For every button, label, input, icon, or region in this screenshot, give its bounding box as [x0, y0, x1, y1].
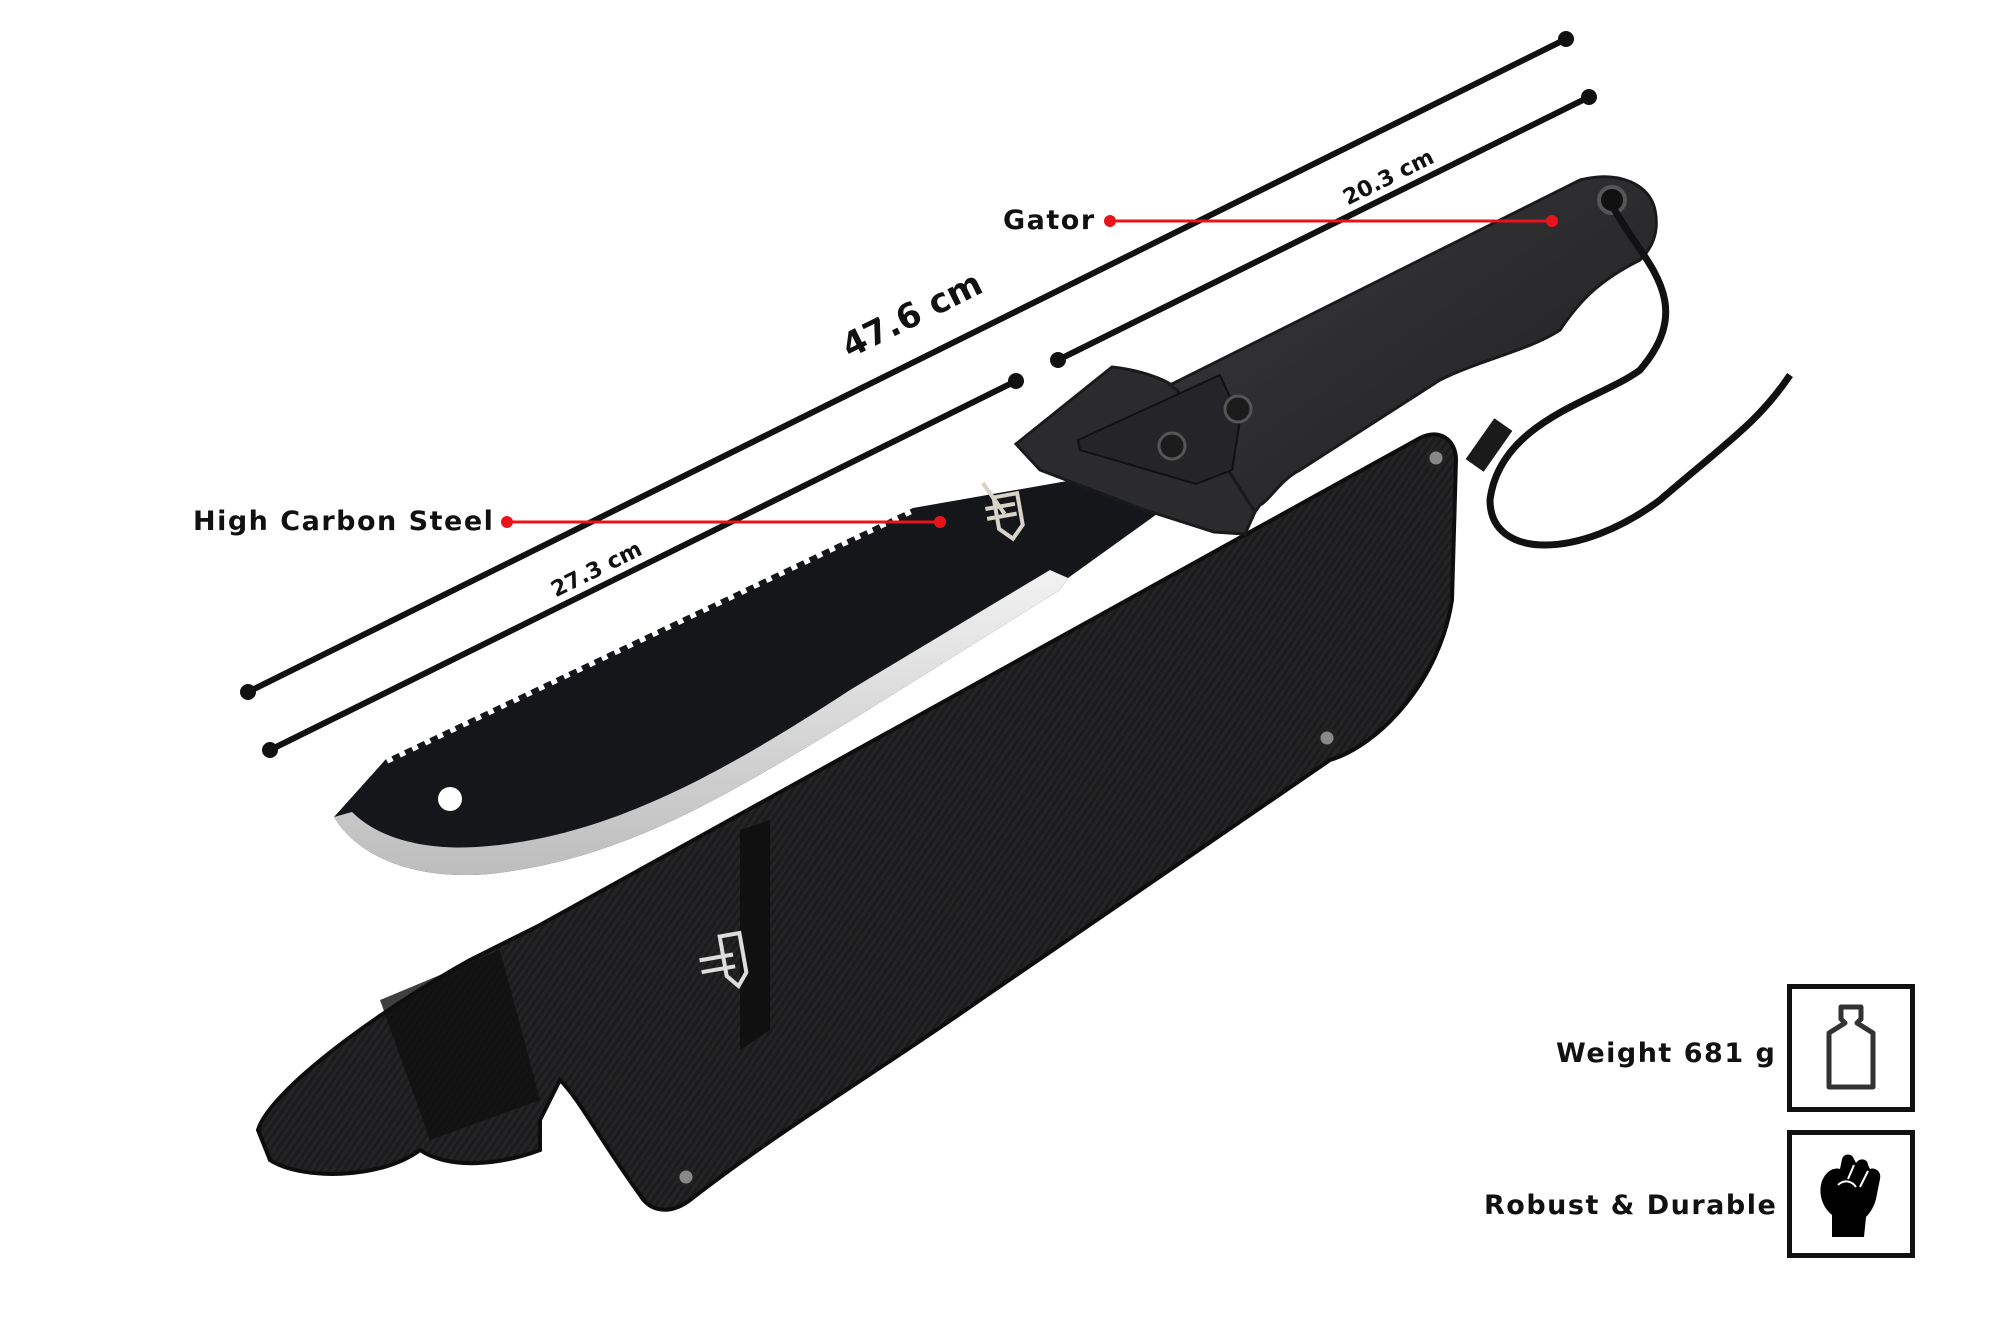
feature-box-durable [1787, 1130, 1915, 1258]
callout-line-steel [501, 516, 946, 528]
feature-box-weight [1787, 984, 1915, 1112]
feature-label-weight: Weight 681 g [1556, 1038, 1777, 1069]
lanyard-cord-lock [1465, 418, 1513, 472]
callout-label-steel: High Carbon Steel [193, 506, 495, 537]
feature-label-durable: Robust & Durable [1484, 1190, 1778, 1221]
blade-logo-icon [981, 481, 1025, 542]
handle [1013, 175, 1658, 536]
weight-icon [1826, 1004, 1876, 1090]
fist-icon [1820, 1154, 1881, 1237]
callout-label-gator: Gator [1003, 205, 1096, 236]
sheath-logo-icon [699, 930, 749, 990]
lanyard [1486, 203, 1793, 549]
blade [334, 470, 1157, 876]
dimension-line-handle [1050, 89, 1597, 368]
dimension-line-overall [240, 31, 1574, 700]
dimension-line-blade [262, 373, 1024, 758]
sheath [255, 432, 1459, 1212]
callout-line-gator [1104, 215, 1558, 227]
